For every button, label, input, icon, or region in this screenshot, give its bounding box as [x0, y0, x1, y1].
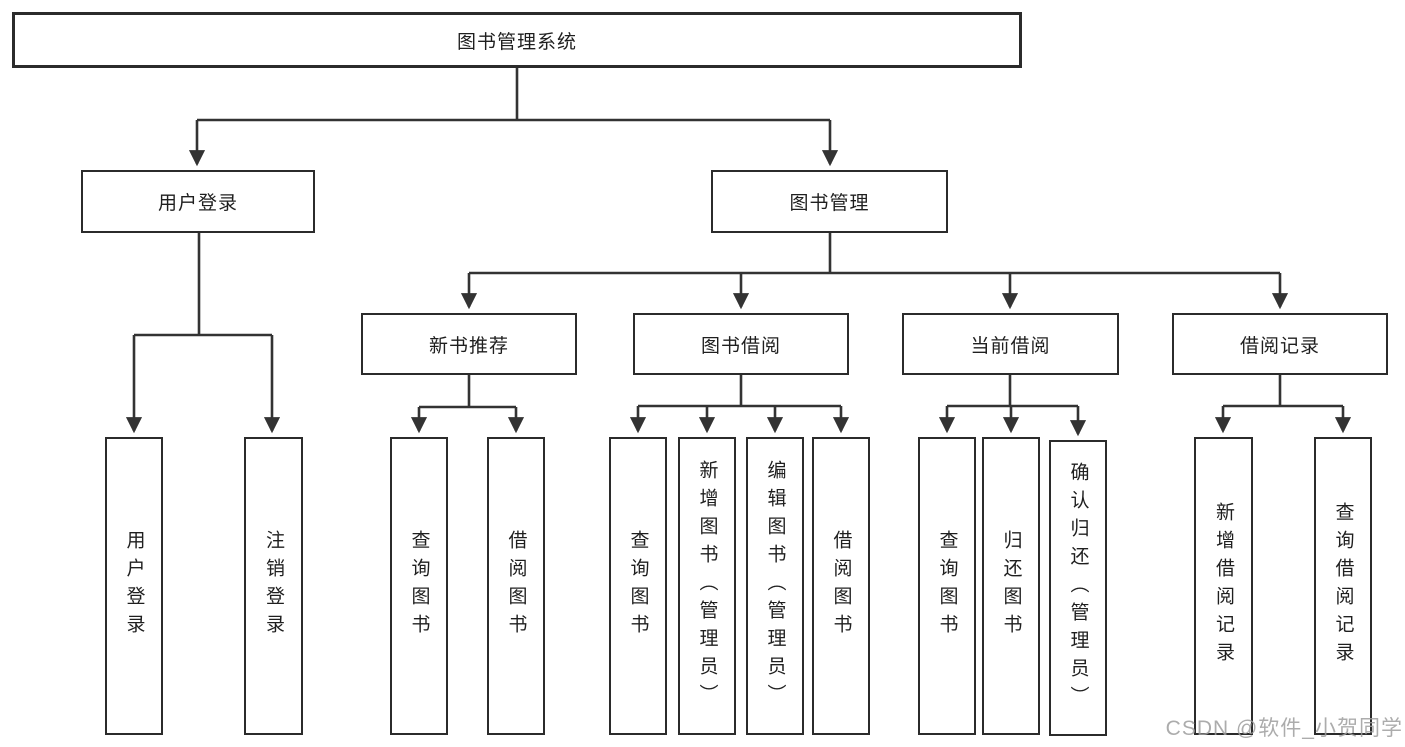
leaf-return-book: 归还图书 — [982, 437, 1040, 735]
leaf-borrow-book-2: 借阅图书 — [812, 437, 870, 735]
node-new-book-recommendation: 新书推荐 — [361, 313, 577, 375]
node-label: 新增图书（管理员） — [696, 460, 718, 712]
node-current-borrowing: 当前借阅 — [902, 313, 1119, 375]
leaf-user-login: 用户登录 — [105, 437, 163, 735]
node-label: 当前借阅 — [970, 335, 1051, 357]
leaf-query-book-1: 查询图书 — [390, 437, 448, 735]
node-label: 查询图书 — [408, 530, 430, 642]
leaf-confirm-return-admin: 确认归还（管理员） — [1049, 440, 1107, 736]
node-book-borrowing: 图书借阅 — [633, 313, 849, 375]
node-label: 借阅图书 — [830, 530, 852, 642]
leaf-borrow-book-1: 借阅图书 — [487, 437, 545, 735]
leaf-query-book-3: 查询图书 — [918, 437, 976, 735]
node-label: 新书推荐 — [428, 335, 509, 357]
leaf-query-borrow-record: 查询借阅记录 — [1314, 437, 1372, 735]
node-label: 用户登录 — [123, 530, 145, 642]
node-label: 用户登录 — [157, 193, 238, 214]
node-label: 查询图书 — [936, 530, 958, 642]
node-label: 编辑图书（管理员） — [764, 460, 786, 712]
node-label: 图书管理系统 — [456, 31, 577, 53]
node-label: 查询借阅记录 — [1332, 502, 1354, 670]
edges-current-borrow — [938, 375, 1087, 437]
leaf-query-book-2: 查询图书 — [609, 437, 667, 735]
edges-root — [188, 68, 839, 167]
node-label: 图书借阅 — [700, 335, 781, 357]
node-label: 归还图书 — [1000, 530, 1022, 642]
node-label: 借阅记录 — [1239, 335, 1320, 357]
node-label: 确认归还（管理员） — [1067, 462, 1089, 714]
node-label: 查询图书 — [627, 530, 649, 642]
node-label: 新增借阅记录 — [1213, 502, 1234, 670]
leaf-logout: 注销登录 — [244, 437, 303, 735]
node-label: 注销登录 — [263, 530, 284, 642]
edges-new-book-rec — [410, 375, 525, 434]
node-label: 图书管理 — [789, 193, 870, 214]
edges-borrow-records — [1214, 375, 1352, 434]
leaf-add-book-admin: 新增图书（管理员） — [678, 437, 736, 735]
node-label: 借阅图书 — [505, 530, 527, 642]
edges-user-login — [125, 233, 281, 434]
node-book-management: 图书管理 — [711, 170, 948, 233]
node-root: 图书管理系统 — [12, 12, 1022, 68]
csdn-watermark: CSDN @软件_小贺同学 — [1165, 717, 1403, 740]
edges-book-borrow — [629, 375, 850, 434]
leaf-edit-book-admin: 编辑图书（管理员） — [746, 437, 804, 735]
node-user-login: 用户登录 — [81, 170, 315, 233]
node-borrowing-records: 借阅记录 — [1172, 313, 1388, 375]
leaf-add-borrow-record: 新增借阅记录 — [1194, 437, 1253, 735]
edges-book-mgmt — [460, 233, 1289, 310]
